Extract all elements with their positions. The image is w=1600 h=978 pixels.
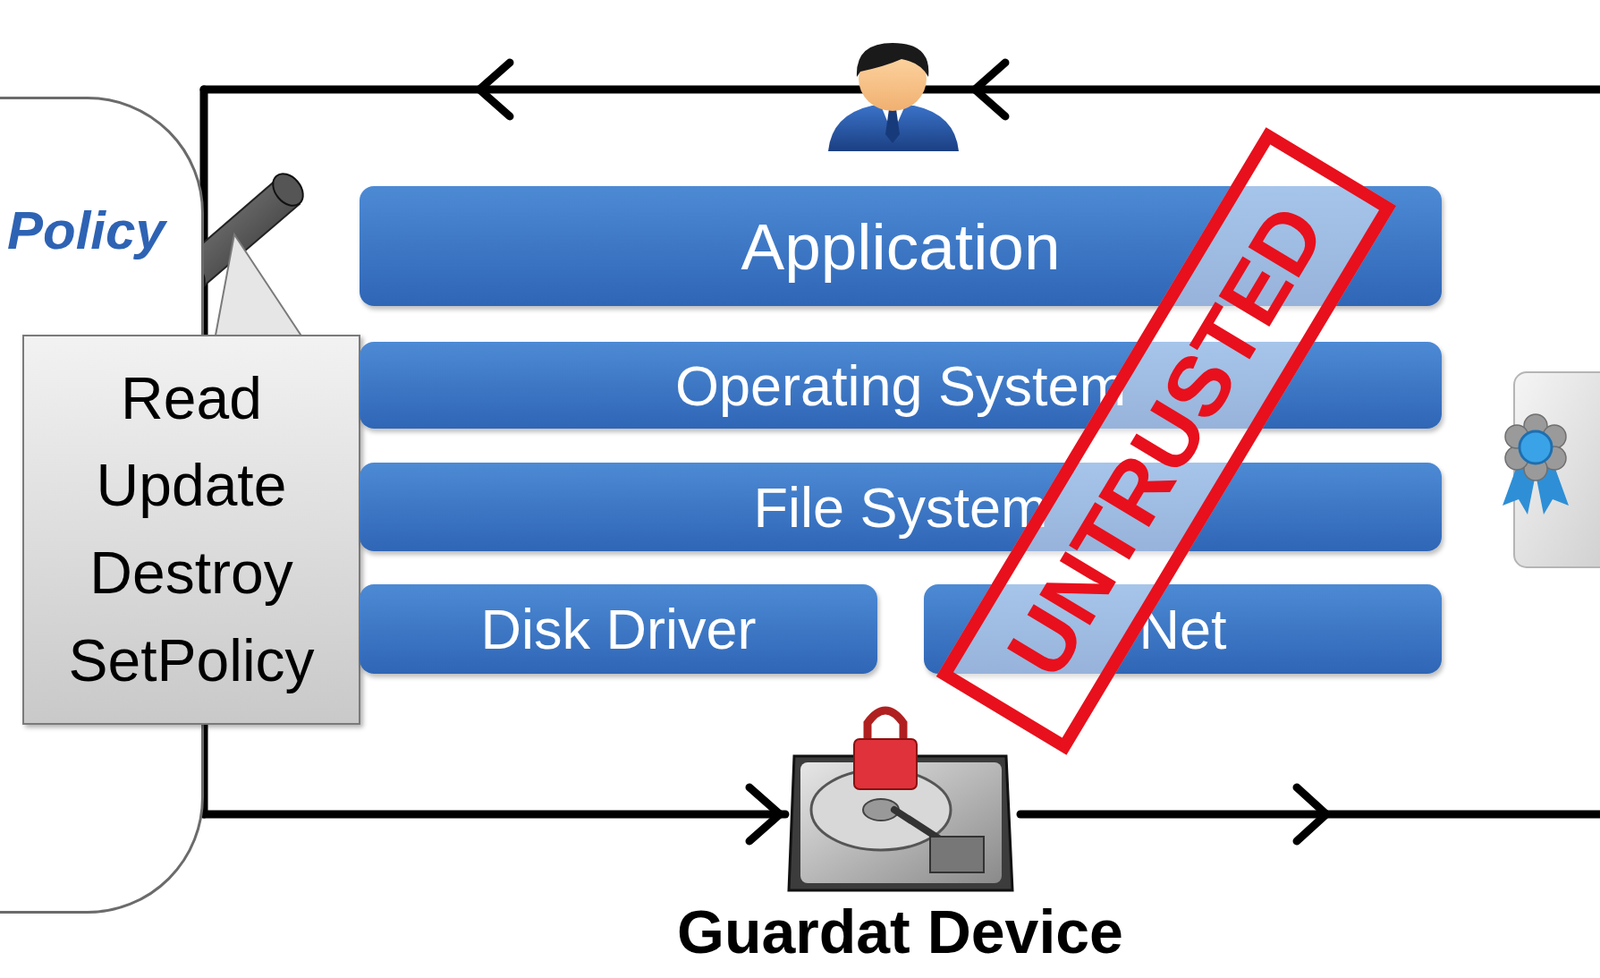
operations-callout: ReadUpdateDestroySetPolicy: [22, 334, 361, 725]
layer-name: Operating System: [675, 353, 1126, 418]
loop-line: [203, 62, 1600, 841]
layer-bar: File System: [359, 462, 1442, 551]
layer-bar: Disk Driver: [359, 584, 878, 674]
operation-name: Read: [120, 355, 263, 443]
node-label: Policy: [7, 199, 166, 262]
flow-arrow: [203, 787, 786, 841]
operation-name: SetPolicy: [67, 617, 314, 705]
hard-disk-icon: [788, 710, 1013, 890]
node-label: Guardat Device: [677, 899, 1124, 964]
layer-name: Application: [740, 209, 1060, 284]
layer-name: Disk Driver: [481, 596, 757, 661]
callout-tail: [214, 234, 305, 340]
user-icon: [828, 42, 959, 152]
certificate-icon: [1502, 372, 1600, 568]
layer-name: File System: [753, 474, 1048, 540]
operation-name: Update: [96, 441, 288, 530]
guardat-device: Guardat Device: [785, 703, 1016, 898]
operation-name: Destroy: [89, 529, 293, 618]
